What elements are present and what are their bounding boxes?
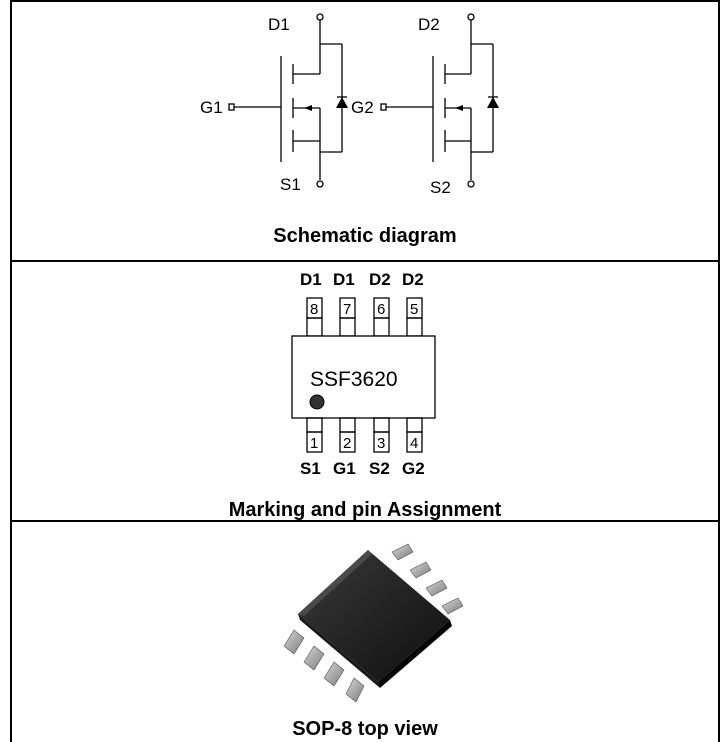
pin-assignment-caption: Marking and pin Assignment <box>228 499 502 521</box>
pin-2 <box>339 431 356 453</box>
bottom-pin-label: S1 <box>300 459 321 478</box>
mosfet-2-source-label: S2 <box>430 178 451 197</box>
sop8-chip-image <box>283 543 464 703</box>
pin-3 <box>373 431 390 453</box>
mosfet-2-gate-label: G2 <box>351 98 374 117</box>
pin1-dot-icon <box>309 394 325 410</box>
bottom-pin-label: G2 <box>402 459 425 478</box>
pin-number: 7 <box>343 301 351 318</box>
photo-caption: SOP-8 top view <box>292 718 438 740</box>
top-pin-label: D2 <box>402 270 424 289</box>
top-pin-label: D1 <box>300 270 322 289</box>
mosfet-2-drain-label: D2 <box>418 15 440 34</box>
schematic-diagram: D1 G1 S1 D2 G2 S2 <box>200 13 499 197</box>
bottom-pin-label: S2 <box>369 459 390 478</box>
package-drawing: D1 D1 D2 D2 8 7 6 5 SSF3620 <box>291 270 436 478</box>
top-pin-label: D1 <box>333 270 355 289</box>
pin-number: 5 <box>410 301 418 318</box>
pin-4 <box>406 431 423 453</box>
pin-assignment-panel: D1 D1 D2 D2 8 7 6 5 SSF3620 <box>10 262 720 522</box>
pin-number: 3 <box>377 435 385 452</box>
mosfet-1 <box>228 13 347 188</box>
pin-number: 6 <box>377 301 385 318</box>
pin-1 <box>306 431 323 453</box>
pin-number: 8 <box>310 301 318 318</box>
ic-marking: SSF3620 <box>310 368 398 391</box>
schematic-panel: D1 G1 S1 D2 G2 S2 Schem <box>10 0 720 262</box>
pin-number: 4 <box>410 435 418 452</box>
bottom-pin-label: G1 <box>333 459 356 478</box>
photo-panel: SOP-8 top view <box>10 522 720 742</box>
pin-number: 2 <box>343 435 351 452</box>
top-pin-label: D2 <box>369 270 391 289</box>
schematic-caption: Schematic diagram <box>273 225 457 247</box>
mosfet-1-drain-label: D1 <box>268 15 290 34</box>
pin-number: 1 <box>310 435 318 452</box>
mosfet-2 <box>380 13 498 188</box>
mosfet-1-gate-label: G1 <box>200 98 223 117</box>
mosfet-1-source-label: S1 <box>280 175 301 194</box>
